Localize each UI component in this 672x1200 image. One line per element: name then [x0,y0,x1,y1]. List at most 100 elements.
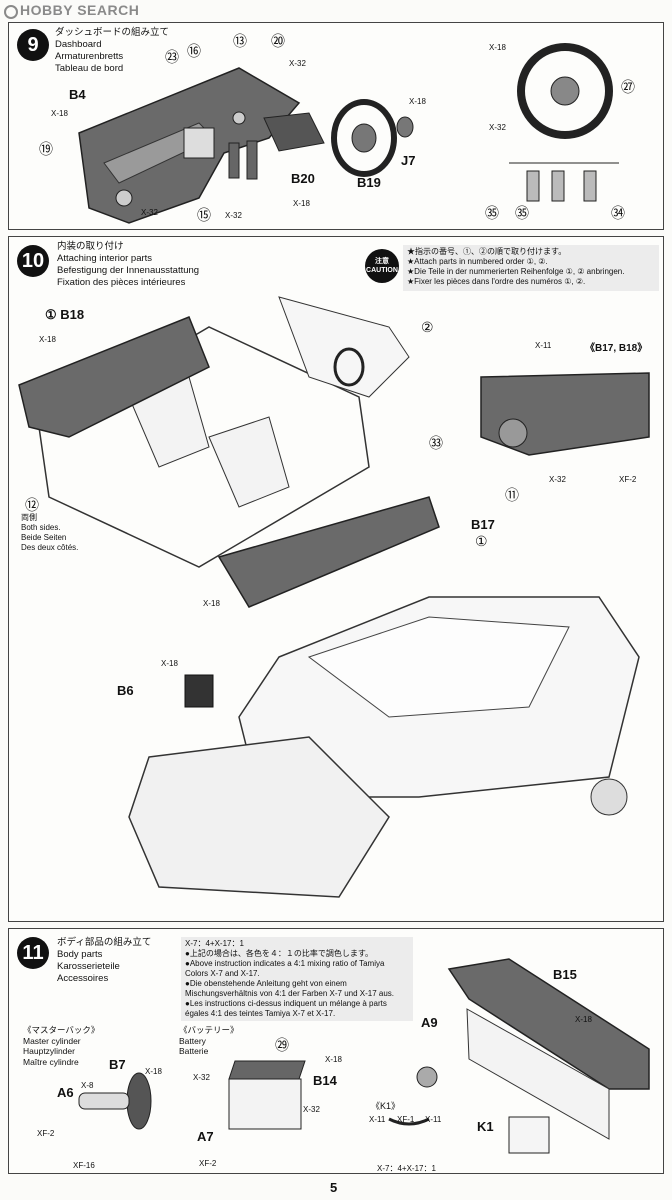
step10-title-en: Attaching interior parts [57,253,153,264]
label-x32-d: X-32 [489,123,506,132]
label-x18-a: X-18 [51,109,68,118]
master-en: Master cylinder [23,1035,81,1046]
both-sides-de: Beide Seiten [21,533,67,542]
label-r1b: ① [475,533,488,549]
hobby-search-logo-icon [4,5,18,19]
mix-ratio-jp: ●上記の場合は、各色を４：１の比率で調色します。 [185,949,374,958]
master-jp: 《マスターバック》 [23,1025,100,1035]
step11-title: ボディ部品の組み立て Body parts Karosserieteile Ac… [57,937,151,985]
label-27: ㉗ [621,79,635,95]
master-cylinder-title: 《マスターバック》 Master cylinder Hauptzylinder … [23,1025,99,1067]
note-en: ★Attach parts in numbered order ①, ②. [407,257,548,266]
engine-bay [128,736,390,898]
label-b19: B19 [357,175,381,190]
watermark: HOBBY SEARCH [4,2,139,19]
label-x32-c: X-32 [289,59,306,68]
installed-dashboard [278,296,410,398]
reservoir [416,1066,438,1088]
step9-panel: 9 ダッシュボードの組み立て Dashboard Armaturenbretts… [8,22,664,230]
caution-en: CAUTION [366,267,398,274]
step11-title-jp: ボディ部品の組み立て [57,937,152,948]
step11-panel: 11 ボディ部品の組み立て Body parts Karosserieteile… [8,928,664,1174]
label-b20: B20 [291,171,315,186]
page-number: 5 [330,1180,338,1195]
pedal-2 [246,140,258,180]
master-de: Hauptzylinder [23,1046,75,1056]
door-panel-b18 [18,316,210,438]
step11-title-de: Karosserieteile [57,961,120,972]
label-x18-b: X-18 [203,599,220,608]
battery-en: Battery [179,1035,206,1046]
step10-title-jp: 内装の取り付け [57,241,124,252]
label-29: ㉙ [275,1037,289,1053]
mix-ratio-en: ●Above instruction indicates a 4:1 mixin… [185,959,385,978]
installed-wheel [333,347,365,387]
steering-wheel [331,99,397,177]
seat-right [208,416,290,508]
label-x32: X-32 [549,475,566,484]
step9-number: 9 [17,29,49,61]
k1-hose [388,1117,430,1126]
label-16: ⑯ [187,43,201,59]
step9-title: ダッシュボードの組み立て Dashboard Armaturenbretts T… [55,27,169,75]
battery-case-a7 [228,1078,302,1130]
label-b17: B17 [471,517,495,532]
label-x18-b: X-18 [325,1055,342,1064]
label-x18-c: X-18 [575,1015,592,1024]
label-x8: X-8 [81,1081,94,1090]
label-x11-b: X-11 [425,1115,442,1124]
label-13: ⑬ [233,33,247,49]
battery-jp: 《バッテリー》 [179,1025,239,1035]
label-mix: X-7：4+X-17：1 [377,1164,436,1173]
label-x11: X-11 [535,341,552,350]
label-a9: A9 [421,1015,438,1030]
label-11: ⑪ [505,487,519,503]
both-sides: 両側 Both sides. Beide Seiten Des deux côt… [21,513,78,553]
battery-box-b6 [184,674,214,708]
label-12: ⑫ [25,497,39,513]
step9-title-de: Armaturenbretts [55,51,124,62]
label-23: ㉓ [165,49,179,65]
label-x11-a: X-11 [369,1115,386,1124]
label-a6: A6 [57,1085,74,1100]
vent-right [232,111,246,125]
label-xf1: XF-1 [397,1115,415,1124]
label-b6: B6 [117,683,134,698]
label-b4: B4 [69,87,86,102]
label-b18: B18 [60,307,85,322]
label-20: ⑳ [271,33,285,49]
note-jp: ★指示の番号、①、②の順で取り付けます。 [407,247,567,256]
battery-title: 《バッテリー》 Battery Batterie [179,1025,239,1057]
battery-top-b14 [228,1060,306,1080]
vent-left [115,189,133,207]
step11-number: 11 [17,937,49,969]
label-xf16: XF-16 [73,1161,95,1170]
label-x18-c: X-18 [161,659,178,668]
speaker-grille [498,418,528,448]
rear-wheel-hub [590,778,628,816]
label-x18-d: X-18 [489,43,506,52]
caution-jp: 注意 [375,258,389,265]
label-r1: ① B18 [45,307,85,322]
pedal-a [526,170,540,202]
label-x18-a: X-18 [145,1067,162,1076]
step10-number: 10 [17,245,49,277]
label-x18-c: X-18 [409,97,426,106]
steering-center-detail [550,76,580,106]
label-k1-head: 《K1》 [371,1101,401,1111]
body-parts-illustration [78,958,650,1154]
label-b15: B15 [553,967,577,982]
label-x32-a: X-32 [193,1073,210,1082]
label-x32-b: X-32 [303,1105,320,1114]
label-34: ㉞ [611,205,625,221]
label-x18-b: X-18 [293,199,310,208]
step10-title-fr: Fixation des pièces intérieures [57,277,186,288]
step9-title-fr: Tableau de bord [55,63,124,74]
step10-title: 内装の取り付け Attaching interior parts Befesti… [57,241,199,289]
note-de: ★Die Teile in der nummerierten Reihenfol… [407,267,625,276]
console-screen [183,127,215,159]
caution-notes: ★指示の番号、①、②の順で取り付けます。 ★Attach parts in nu… [403,245,659,291]
label-j7: J7 [401,153,416,168]
label-b17-b18: 《B17, B18》 [585,343,648,354]
step10-title-de: Befestigung der Innenausstattung [57,265,200,276]
